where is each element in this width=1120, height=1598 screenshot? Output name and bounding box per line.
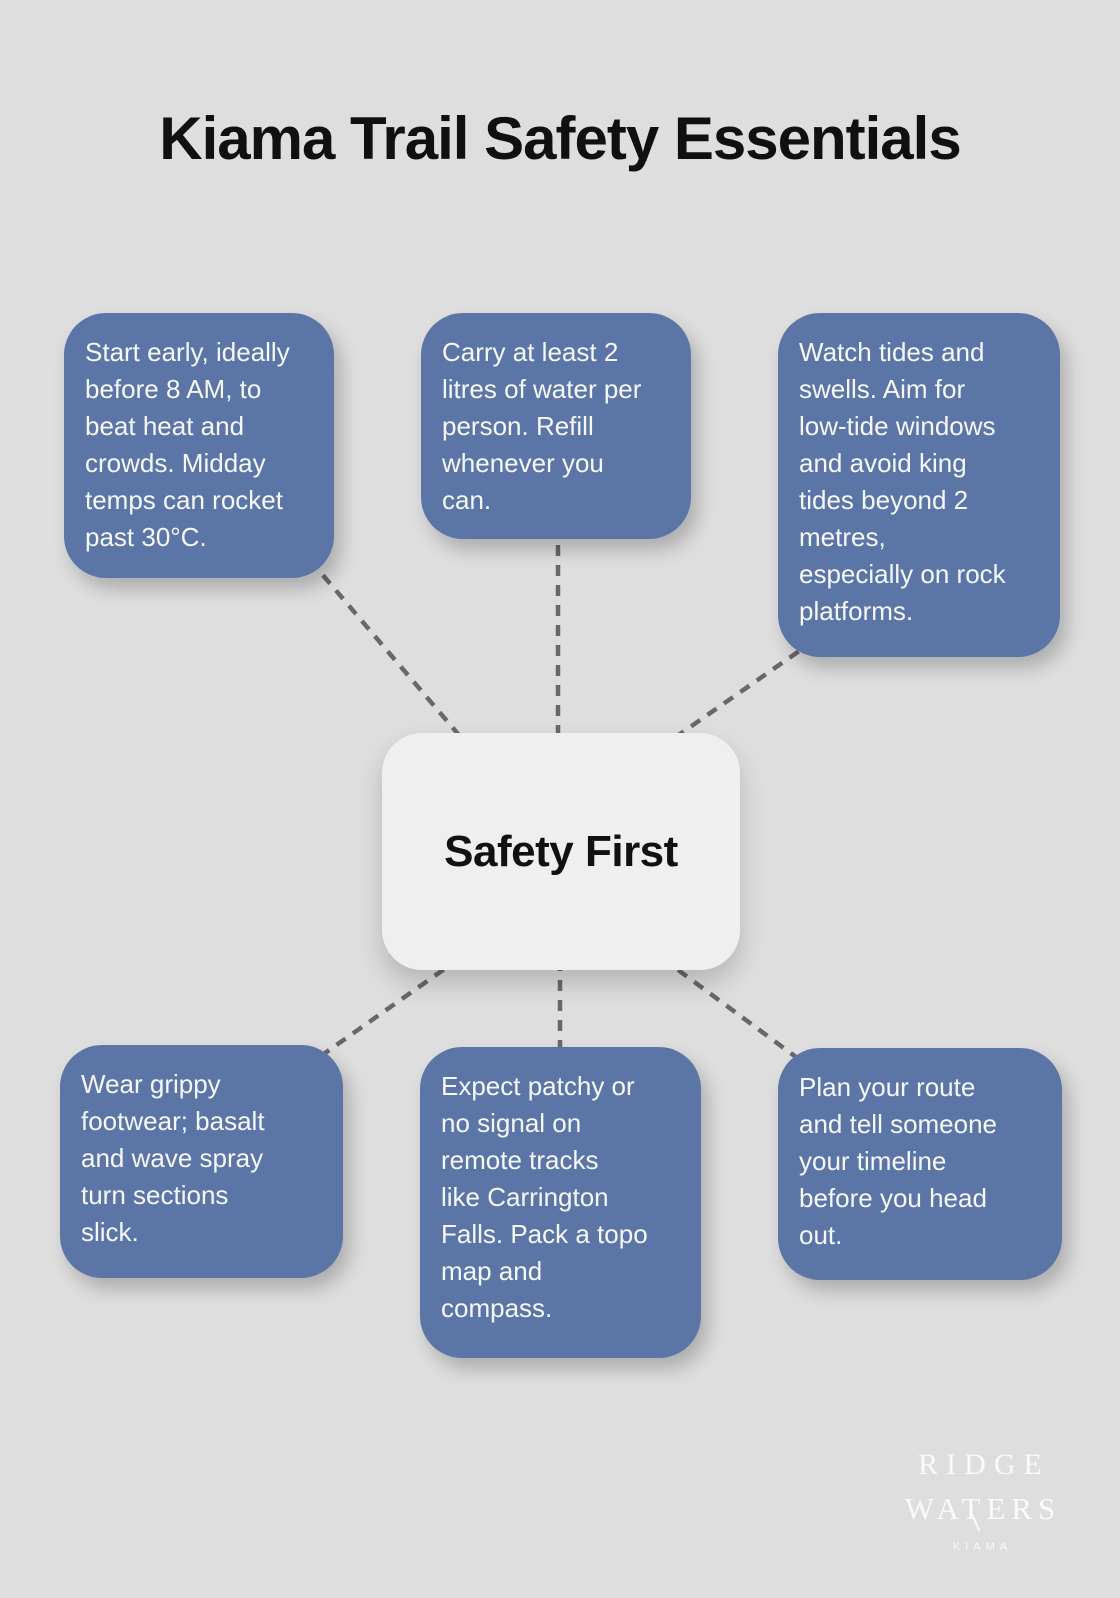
node-patchy-signal-text: Expect patchy or no signal on remote tra… <box>441 1071 648 1323</box>
logo-line-waters: WATERS <box>904 1491 1062 1526</box>
connector-line-bottom-left <box>316 956 462 1060</box>
node-plan-route-text: Plan your route and tell someone your ti… <box>799 1072 998 1250</box>
connector-line-top-left <box>308 558 472 750</box>
connector-line-top-right <box>658 638 817 750</box>
brand-logo: RIDGE WATERS KIAMA <box>858 1448 1102 1553</box>
node-start-early-text: Start early, ideally before 8 AM, to bea… <box>85 337 290 552</box>
logo-line-kiama: KIAMA <box>952 1541 1013 1553</box>
node-patchy-signal: Expect patchy or no signal on remote tra… <box>420 1047 701 1358</box>
logo-line-ridge: RIDGE <box>918 1448 1050 1481</box>
page-title: Kiama Trail Safety Essentials <box>159 105 961 172</box>
node-watch-tides-text: Watch tides and swells. Aim for low-tide… <box>799 337 1006 626</box>
center-node: Safety First <box>382 733 740 970</box>
node-watch-tides: Watch tides and swells. Aim for low-tide… <box>778 313 1060 657</box>
connector-line-bottom-right <box>660 956 802 1062</box>
node-plan-route: Plan your route and tell someone your ti… <box>778 1048 1062 1280</box>
node-start-early: Start early, ideally before 8 AM, to bea… <box>64 313 334 578</box>
node-grippy-footwear-text: Wear grippy footwear; basalt and wave sp… <box>81 1069 265 1247</box>
node-carry-water-text: Carry at least 2 litres of water per per… <box>442 337 642 515</box>
node-carry-water: Carry at least 2 litres of water per per… <box>421 313 691 539</box>
node-grippy-footwear: Wear grippy footwear; basalt and wave sp… <box>60 1045 343 1278</box>
center-node-label: Safety First <box>444 826 678 876</box>
